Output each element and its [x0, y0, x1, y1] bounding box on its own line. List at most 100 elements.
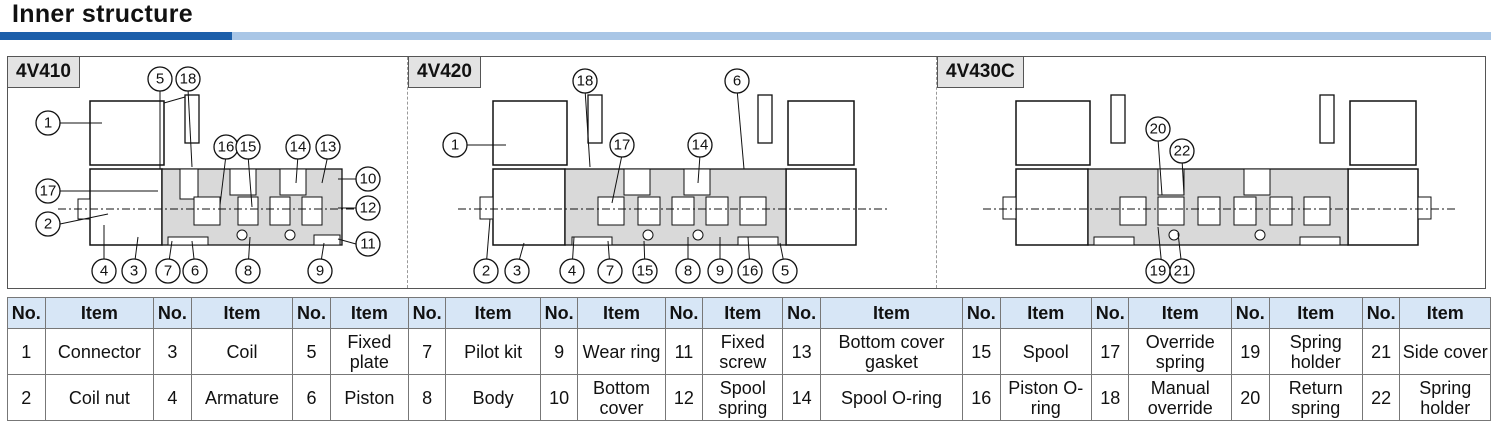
- header-item: Item: [190, 297, 294, 329]
- valve-drawing-4v410: [58, 94, 358, 246]
- part-no: 14: [782, 374, 821, 421]
- callout-20: 20: [1145, 116, 1171, 142]
- part-no: 7: [407, 328, 447, 375]
- svg-text:3: 3: [130, 263, 138, 280]
- part-no: 4: [153, 374, 192, 421]
- part-item: Connector: [44, 328, 155, 375]
- callout-8: 8: [675, 258, 701, 284]
- callout-13: 13: [315, 134, 341, 160]
- svg-text:15: 15: [240, 139, 257, 156]
- panel-divider: [936, 57, 937, 288]
- header-item: Item: [1268, 297, 1363, 329]
- callout-9: 9: [707, 258, 733, 284]
- model-label-4v430c: 4V430C: [937, 57, 1024, 88]
- svg-text:13: 13: [320, 139, 337, 156]
- header-no: No.: [292, 297, 331, 329]
- part-item: Return spring: [1268, 374, 1363, 421]
- valve-drawing-4v430c: [983, 94, 1458, 246]
- svg-text:1: 1: [44, 115, 52, 132]
- callout-6: 6: [724, 68, 750, 94]
- header-item: Item: [999, 297, 1092, 329]
- callout-22: 22: [1169, 138, 1195, 164]
- svg-text:7: 7: [606, 263, 614, 280]
- header-no: No.: [539, 297, 579, 329]
- callout-9: 9: [307, 258, 333, 284]
- part-item: Bottom cover gasket: [819, 328, 964, 375]
- svg-text:20: 20: [1150, 121, 1167, 138]
- svg-text:9: 9: [716, 263, 724, 280]
- part-item: Fixed screw: [702, 328, 784, 375]
- callouts-4v420: 1 2 3 4 7 15 8 9 16 5 18 17 14 6: [442, 68, 798, 284]
- svg-text:10: 10: [360, 171, 377, 188]
- part-no: 8: [407, 374, 447, 421]
- part-no: 2: [7, 374, 46, 421]
- part-no: 1: [7, 328, 46, 375]
- part-no: 20: [1231, 374, 1270, 421]
- callout-17: 17: [35, 178, 61, 204]
- callout-6: 6: [182, 258, 208, 284]
- callouts-4v430c: 20 22 19 21: [1145, 116, 1195, 284]
- header-item: Item: [702, 297, 784, 329]
- svg-text:5: 5: [781, 263, 789, 280]
- part-no: 5: [292, 328, 331, 375]
- header-item: Item: [577, 297, 666, 329]
- callout-17: 17: [609, 132, 635, 158]
- part-item: Pilot kit: [445, 328, 541, 375]
- callout-2: 2: [473, 258, 499, 284]
- callout-19: 19: [1145, 258, 1171, 284]
- part-no: 18: [1090, 374, 1130, 421]
- part-no: 21: [1361, 328, 1401, 375]
- part-no: 15: [962, 328, 1001, 375]
- svg-text:19: 19: [1150, 263, 1167, 280]
- part-item: Piston O-ring: [999, 374, 1092, 421]
- header-no: No.: [782, 297, 821, 329]
- callout-12: 12: [355, 195, 381, 221]
- part-item: Fixed plate: [329, 328, 409, 375]
- header-no: No.: [7, 297, 46, 329]
- callouts-4v410: 1 2 4 3 5 18 16 15 14 13 10 17 12 11 7 6…: [35, 66, 381, 284]
- svg-text:16: 16: [742, 263, 759, 280]
- valve-drawing-4v420: [458, 94, 888, 246]
- callout-11: 11: [355, 231, 381, 257]
- callout-4: 4: [559, 258, 585, 284]
- header-no: No.: [664, 297, 704, 329]
- part-no: 19: [1231, 328, 1270, 375]
- header-no: No.: [407, 297, 447, 329]
- header-no: No.: [962, 297, 1001, 329]
- header-no: No.: [1231, 297, 1270, 329]
- callout-21: 21: [1169, 258, 1195, 284]
- svg-text:11: 11: [360, 236, 376, 253]
- part-item: Armature: [190, 374, 294, 421]
- svg-text:5: 5: [156, 71, 164, 88]
- part-item: Spool spring: [702, 374, 784, 421]
- panel-divider: [407, 57, 408, 288]
- callout-14: 14: [687, 132, 713, 158]
- part-no: 6: [292, 374, 331, 421]
- part-item: Coil: [190, 328, 294, 375]
- callout-14: 14: [285, 134, 311, 160]
- svg-text:3: 3: [513, 263, 521, 280]
- svg-text:2: 2: [482, 263, 490, 280]
- callout-10: 10: [355, 166, 381, 192]
- svg-text:7: 7: [164, 263, 172, 280]
- part-item: Wear ring: [577, 328, 666, 375]
- header-item: Item: [819, 297, 964, 329]
- part-item: Spool: [999, 328, 1092, 375]
- header-item: Item: [1399, 297, 1491, 329]
- callout-3: 3: [504, 258, 530, 284]
- callout-18: 18: [175, 66, 201, 92]
- svg-text:18: 18: [577, 73, 594, 90]
- svg-text:9: 9: [316, 263, 324, 280]
- callout-8: 8: [235, 258, 261, 284]
- callout-7: 7: [155, 258, 181, 284]
- part-item: Bottom cover: [577, 374, 666, 421]
- svg-text:18: 18: [180, 71, 197, 88]
- svg-text:6: 6: [733, 73, 741, 90]
- svg-text:17: 17: [40, 183, 57, 200]
- svg-text:4: 4: [568, 263, 576, 280]
- callout-16: 16: [213, 134, 239, 160]
- svg-text:14: 14: [290, 139, 307, 156]
- diagram-panel: 4V410 4V420 4V430C: [7, 56, 1486, 289]
- callout-5: 5: [147, 66, 173, 92]
- callout-5: 5: [772, 258, 798, 284]
